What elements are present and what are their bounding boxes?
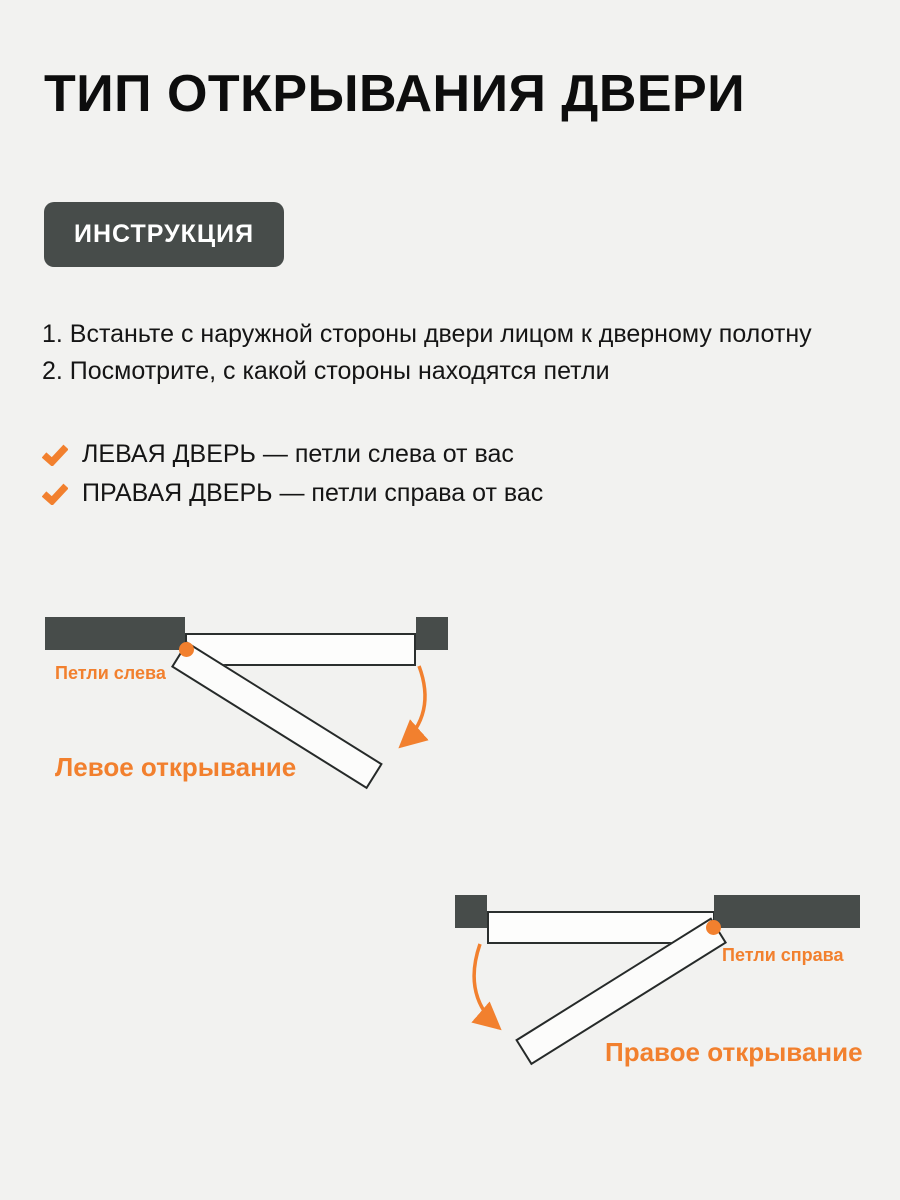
wall-segment-right bbox=[416, 617, 448, 650]
step-item-2: 2. Посмотрите, с какой стороны находятся… bbox=[42, 357, 610, 385]
checkmark-icon bbox=[42, 444, 68, 466]
door-frame-outline-right bbox=[487, 911, 715, 944]
hinge-dot-left bbox=[179, 642, 194, 657]
caption-right-opening: Правое открывание bbox=[605, 1037, 863, 1067]
wall-segment-left bbox=[45, 617, 185, 650]
hinge-label-left: Петли слева bbox=[55, 663, 166, 683]
door-frame-outline-left bbox=[185, 633, 416, 666]
page-title: ТИП ОТКРЫВАНИЯ ДВЕРИ bbox=[44, 65, 746, 123]
step-item-1: 1. Встаньте с наружной стороны двери лиц… bbox=[42, 320, 812, 348]
checkmark-icon bbox=[42, 483, 68, 505]
hinge-dot-right bbox=[706, 920, 721, 935]
hinge-label-right: Петли справа bbox=[722, 945, 844, 965]
swing-arrow-right bbox=[471, 943, 502, 1031]
wall-segment-left bbox=[455, 895, 487, 928]
steps-list: 1. Встаньте с наружной стороны двери лиц… bbox=[42, 316, 812, 390]
check-item-label: ПРАВАЯ ДВЕРЬ — петли справа от вас bbox=[82, 479, 544, 507]
swing-arrow-left bbox=[398, 665, 429, 749]
check-item-right-door: ПРАВАЯ ДВЕРЬ — петли справа от вас bbox=[42, 477, 543, 510]
check-item-left-door: ЛЕВАЯ ДВЕРЬ — петли слева от вас bbox=[42, 438, 543, 471]
wall-segment-right bbox=[714, 895, 860, 928]
check-item-label: ЛЕВАЯ ДВЕРЬ — петли слева от вас bbox=[82, 440, 514, 468]
caption-left-opening: Левое открывание bbox=[55, 752, 297, 782]
instruction-badge: ИНСТРУКЦИЯ bbox=[44, 202, 285, 267]
checks-list: ЛЕВАЯ ДВЕРЬ — петли слева от вас ПРАВАЯ … bbox=[42, 438, 543, 510]
